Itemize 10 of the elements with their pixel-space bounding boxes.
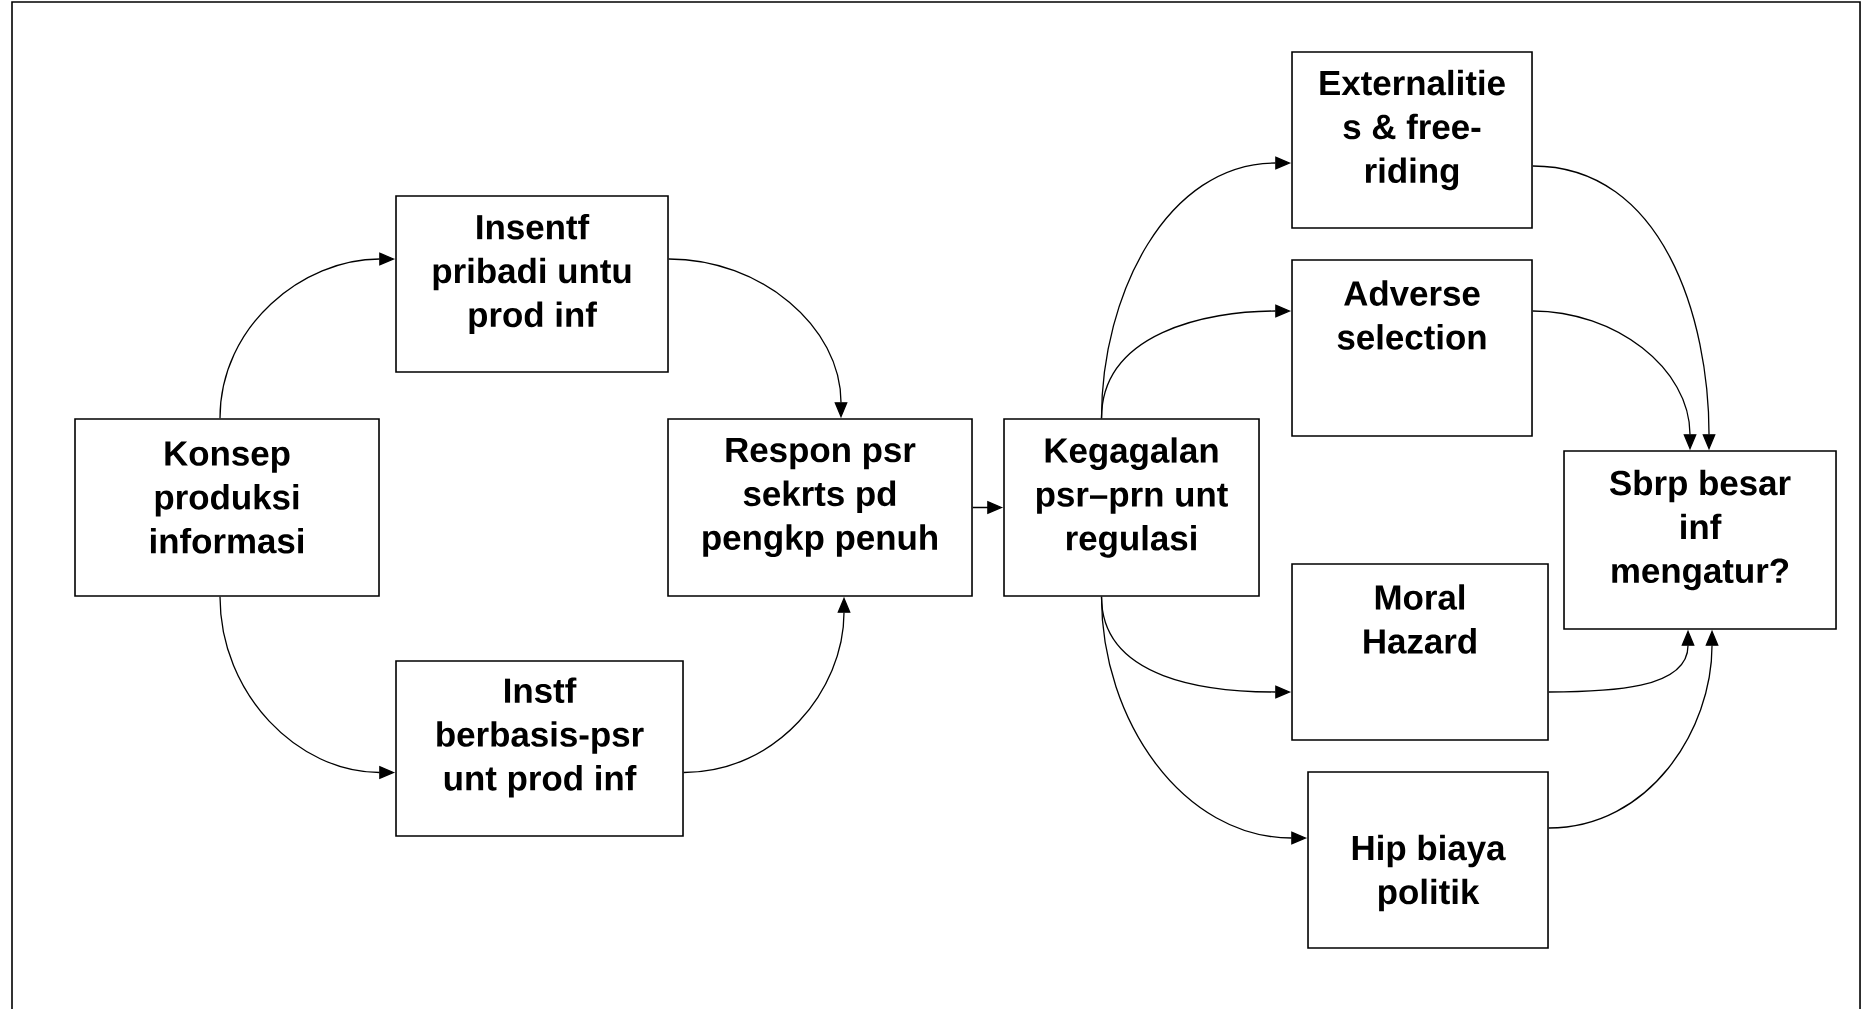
process-box: Hip biaya politik xyxy=(1307,771,1549,949)
process-box: Adverse selection xyxy=(1291,259,1533,437)
process-box: Konsep produksi informasi xyxy=(74,418,380,597)
process-box: Externalitie s & free- riding xyxy=(1291,51,1533,229)
process-box: Insentf pribadi untu prod inf xyxy=(395,195,669,373)
process-box: Instf berbasis-psr unt prod inf xyxy=(395,660,684,837)
process-box: Respon psr sekrts pd pengkp penuh xyxy=(667,418,973,597)
process-box: Moral Hazard xyxy=(1291,563,1549,741)
process-box: Kegagalan psr–prn unt regulasi xyxy=(1003,418,1260,597)
process-box: Sbrp besar inf mengatur? xyxy=(1563,450,1837,630)
